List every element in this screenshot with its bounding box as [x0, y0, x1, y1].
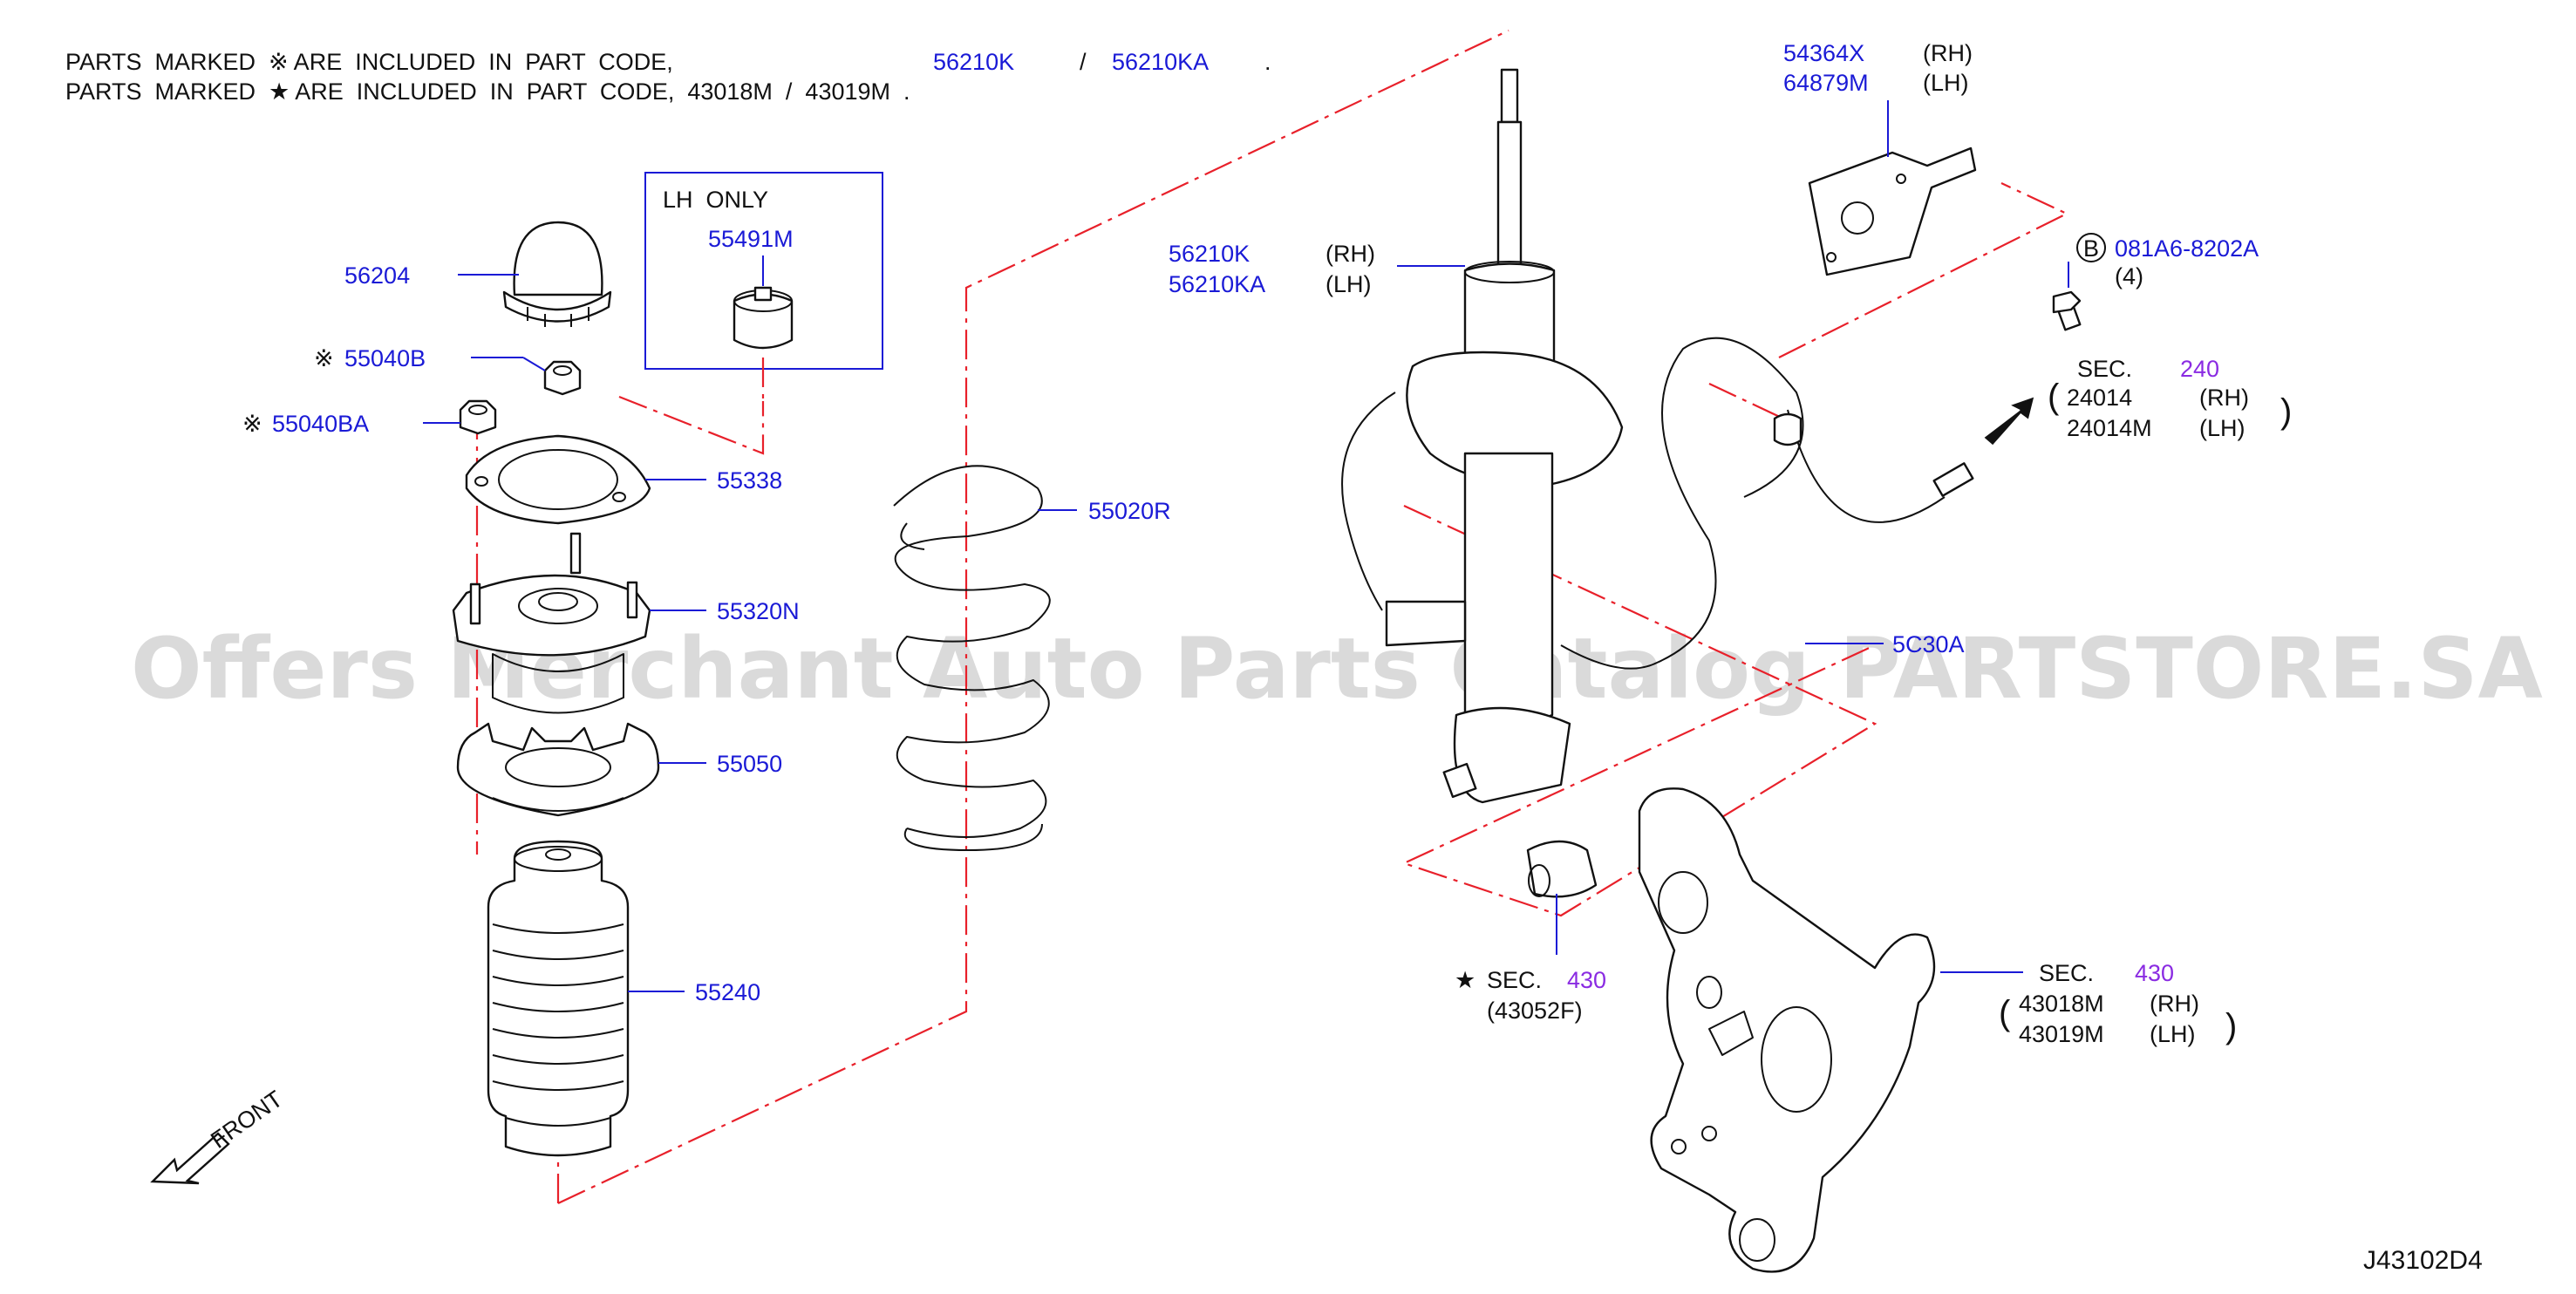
- note-line-1-sep: /: [1080, 49, 1087, 75]
- label-55040b[interactable]: 55040B: [344, 345, 426, 371]
- bolt-b-drawing: [2052, 290, 2082, 331]
- front-label: FRONT: [206, 1086, 287, 1154]
- left-column-drawings: [452, 221, 660, 1157]
- sec430b-label: SEC.: [2039, 960, 2094, 986]
- sec430b-left-paren: (: [1999, 994, 2011, 1032]
- sec240-left-paren: (: [2048, 378, 2060, 416]
- bracket-54364x-drawing: [1808, 146, 1977, 276]
- diagram-code: J43102D4: [2363, 1246, 2483, 1275]
- sec240-arrow: [1984, 397, 2034, 446]
- label-55050[interactable]: 55050: [717, 751, 782, 777]
- note-line-2-text: PARTS MARKED ★ ARE INCLUDED IN PART CODE…: [65, 78, 910, 105]
- spring-seat-55050-drawing: [456, 722, 660, 817]
- part-labels: 56204 ※ 55040B ※ 55040BA 55338 55320N 55…: [242, 40, 2292, 1047]
- label-bracket-rh-side: (RH): [1923, 40, 1973, 66]
- bushing-43052f-drawing: [1526, 840, 1598, 898]
- plate-55338-drawing: [465, 434, 651, 525]
- label-partial-5c30a[interactable]: 5C30A: [1892, 631, 1965, 657]
- label-strut-rh-side: (RH): [1325, 241, 1375, 267]
- sec430a-label: SEC.: [1487, 967, 1542, 993]
- sec430a-star: ★: [1455, 967, 1475, 993]
- strut-assembly-drawing: [1341, 68, 1974, 804]
- lh-only-box: LH ONLY 55491M: [644, 172, 883, 405]
- note-line-1-end: .: [1264, 49, 1271, 75]
- sec240-part-2[interactable]: 24014M: [2067, 415, 2152, 441]
- sec430a-number[interactable]: 430: [1567, 967, 1606, 993]
- sec240-label: SEC.: [2077, 356, 2132, 382]
- label-bracket-lh[interactable]: 64879M: [1783, 70, 1869, 96]
- label-55338[interactable]: 55338: [717, 467, 782, 494]
- label-strut-lh[interactable]: 56210KA: [1169, 271, 1265, 297]
- sec430a-sub[interactable]: (43052F): [1487, 998, 1583, 1024]
- dust-cap-56204-drawing: [502, 221, 612, 327]
- sec240-number[interactable]: 240: [2180, 356, 2219, 382]
- sec430b-part-2[interactable]: 43019M: [2019, 1021, 2104, 1047]
- front-indicator: FRONT: [150, 1086, 288, 1185]
- label-strut-lh-side: (LH): [1325, 271, 1372, 297]
- leader-lines: [423, 100, 2069, 992]
- lh-only-part-number[interactable]: 55491M: [708, 226, 794, 252]
- sec430b-part-2-side: (LH): [2150, 1021, 2196, 1047]
- label-55320n[interactable]: 55320N: [717, 598, 800, 624]
- label-bracket-lh-side: (LH): [1923, 70, 1969, 96]
- mark-55040ba: ※: [242, 411, 262, 437]
- note-line-1-code-b[interactable]: 56210KA: [1112, 49, 1209, 75]
- label-strut-rh[interactable]: 56210K: [1169, 241, 1250, 267]
- nut-55040ba-drawing: [459, 399, 497, 435]
- bushing-55491m-drawing: [733, 286, 794, 350]
- label-55240[interactable]: 55240: [695, 979, 760, 1005]
- bolt-marker-letter: B: [2083, 235, 2099, 262]
- label-55040ba[interactable]: 55040BA: [272, 411, 369, 437]
- label-bolt-qty: (4): [2115, 263, 2143, 289]
- sec430b-part-1[interactable]: 43018M: [2019, 991, 2104, 1017]
- label-bracket-rh[interactable]: 54364X: [1783, 40, 1864, 66]
- sec240-part-1-side: (RH): [2199, 385, 2249, 411]
- header-notes: PARTS MARKED ※ ARE INCLUDED IN PART CODE…: [65, 49, 1271, 105]
- sec430b-number[interactable]: 430: [2135, 960, 2174, 986]
- sec430b-right-paren: ): [2225, 1007, 2237, 1045]
- note-line-1-text: PARTS MARKED ※ ARE INCLUDED IN PART CODE…: [65, 49, 673, 75]
- sec240-part-2-side: (LH): [2199, 415, 2245, 441]
- steering-knuckle-drawing: [1638, 787, 1936, 1273]
- sec430b-part-1-side: (RH): [2150, 991, 2199, 1017]
- mount-55320n-drawing: [452, 532, 651, 714]
- nut-55040b-drawing: [543, 360, 582, 396]
- sec240-right-paren: ): [2280, 392, 2292, 431]
- label-55020r[interactable]: 55020R: [1088, 498, 1171, 524]
- bolt-marker-circle: [2076, 233, 2106, 262]
- label-56204[interactable]: 56204: [344, 262, 410, 289]
- sec240-part-1[interactable]: 24014: [2067, 385, 2132, 411]
- front-arrow-icon: [150, 1132, 230, 1185]
- lh-only-title: LH ONLY: [663, 187, 768, 213]
- label-bolt[interactable]: 081A6-8202A: [2115, 235, 2259, 262]
- mark-55040b: ※: [314, 345, 334, 371]
- coil-spring-55020r-drawing: [893, 465, 1051, 851]
- bump-stop-boot-55240-drawing: [487, 840, 630, 1157]
- note-line-1-code-a[interactable]: 56210K: [933, 49, 1014, 75]
